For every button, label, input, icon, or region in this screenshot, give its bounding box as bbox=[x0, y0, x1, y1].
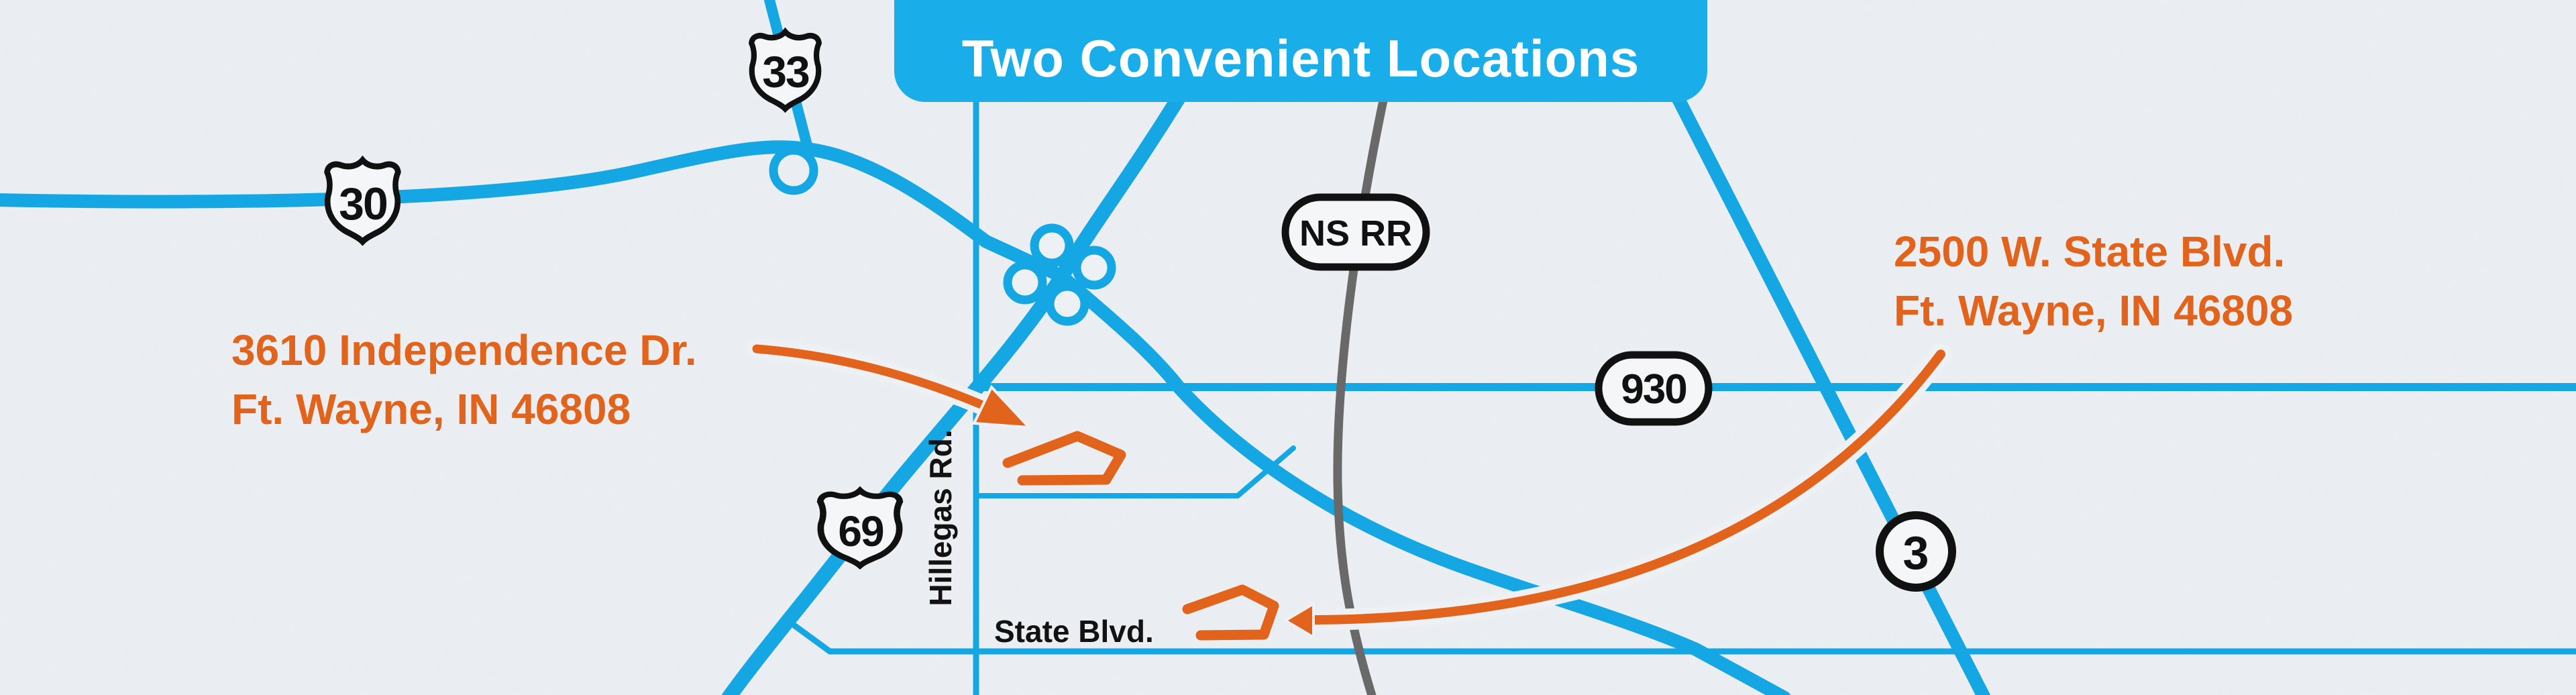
badge-ns-rr: NS RR bbox=[1281, 193, 1430, 271]
badge-3-label: 3 bbox=[1903, 527, 1929, 579]
banner-title: Two Convenient Locations bbox=[962, 29, 1640, 88]
cloverleaf-circle bbox=[1072, 246, 1116, 290]
shield-us30-number: 30 bbox=[339, 178, 387, 229]
address-location-2: 2500 W. State Blvd. Ft. Wayne, IN 46808 bbox=[1894, 227, 2293, 335]
banner-shape bbox=[894, 0, 1707, 102]
badge-ns-rr-label: NS RR bbox=[1299, 213, 1412, 254]
label-state-blvd: State Blvd. bbox=[994, 614, 1154, 649]
label-hillegas-rd: Hillegas Rd. bbox=[923, 429, 958, 606]
location-2-building-icon bbox=[1182, 584, 1279, 641]
shield-us33-number: 33 bbox=[762, 47, 809, 97]
shield-us69: 69 bbox=[820, 490, 900, 566]
cloverleaf-circle bbox=[1045, 282, 1089, 326]
ramp-loop-icon bbox=[769, 146, 818, 195]
arrow-to-location-1-icon bbox=[747, 339, 1032, 429]
shield-us33: 33 bbox=[751, 32, 819, 109]
address-2-line-2: Ft. Wayne, IN 46808 bbox=[1894, 286, 2293, 335]
address-1-line-1: 3610 Independence Dr. bbox=[231, 326, 697, 374]
address-2-line-1: 2500 W. State Blvd. bbox=[1894, 227, 2285, 276]
banner: Two Convenient Locations bbox=[894, 0, 1707, 102]
badge-930-label: 930 bbox=[1621, 366, 1686, 413]
address-location-1: 3610 Independence Dr. Ft. Wayne, IN 4680… bbox=[231, 326, 697, 433]
badge-3: 3 bbox=[1876, 511, 1956, 592]
cloverleaf-interchange-icon bbox=[1003, 223, 1116, 326]
road-independence-connector bbox=[973, 445, 1296, 498]
road-state-blvd bbox=[792, 623, 2576, 655]
shield-us69-number: 69 bbox=[838, 507, 883, 555]
cloverleaf-circle bbox=[1030, 223, 1074, 268]
location-1-building-icon bbox=[1002, 431, 1126, 486]
shield-us30: 30 bbox=[327, 160, 398, 242]
cloverleaf-circle bbox=[1003, 260, 1047, 305]
badge-930: 930 bbox=[1595, 351, 1713, 426]
address-1-line-2: Ft. Wayne, IN 46808 bbox=[231, 385, 631, 433]
road-sr3 bbox=[1669, 87, 1991, 695]
road-us30-southeast bbox=[0, 140, 1791, 695]
arrow-to-location-2-icon bbox=[1283, 343, 1951, 640]
